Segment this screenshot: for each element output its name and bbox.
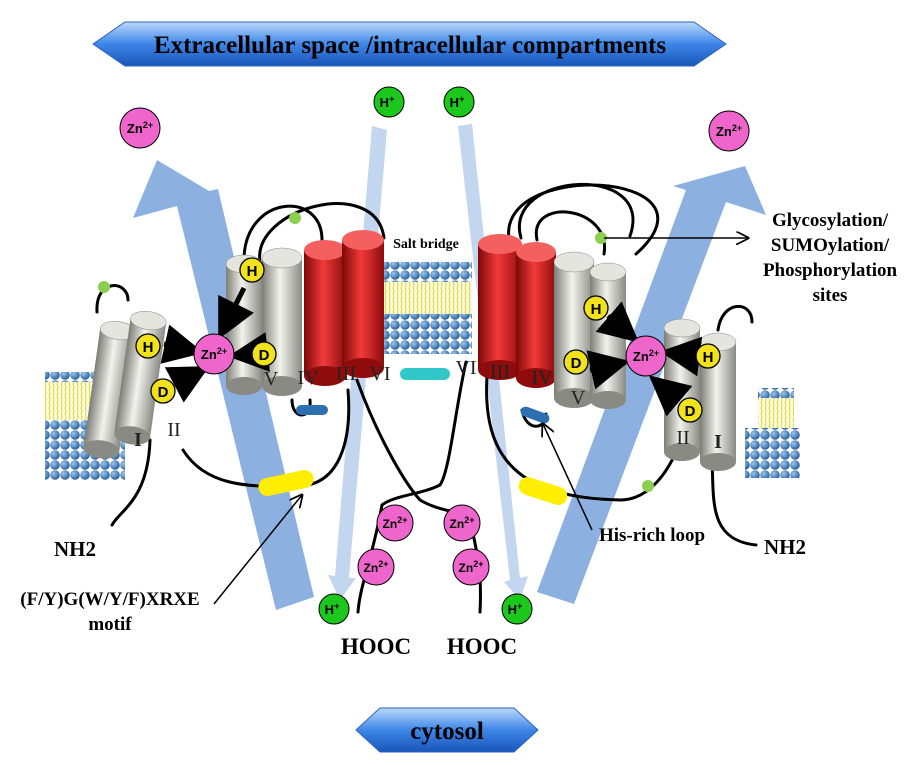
helix-label-iii-right: III	[490, 361, 510, 383]
helix-iii-right	[516, 242, 556, 388]
phospho-site-dot	[98, 281, 110, 293]
cytosol-label: cytosol	[410, 718, 484, 745]
c-terminus-left: HOOC	[341, 634, 411, 659]
svg-text:Zn2+: Zn2+	[383, 515, 408, 531]
salt-bridge-bar	[400, 368, 450, 380]
n-terminus-left: NH2	[54, 537, 96, 561]
residue-h: H	[247, 263, 258, 280]
cytosol-banner: cytosol	[355, 707, 539, 753]
residue-h: H	[591, 301, 602, 318]
zinc-ion: Zn2+	[452, 548, 490, 586]
aspartate-residue: D	[677, 397, 703, 423]
histidine-residue: H	[583, 295, 609, 321]
zinc-ion: Zn2+	[708, 110, 750, 152]
salt-bridge-label: Salt bridge	[393, 237, 459, 252]
helix-label-iii-left: III	[336, 363, 356, 385]
aspartate-residue: D	[563, 349, 589, 375]
residue-d: D	[571, 355, 582, 372]
helix-label-v-left: V	[264, 368, 279, 390]
extracellular-label: Extracellular space /intracellular compa…	[154, 32, 666, 59]
zinc-ion: Zn2+	[119, 107, 161, 149]
motif-segment-right	[518, 477, 568, 505]
proton-ion: H+	[443, 86, 475, 118]
svg-text:Glycosylation/: Glycosylation/	[772, 210, 889, 231]
svg-text:Phosphorylation: Phosphorylation	[763, 260, 898, 281]
helix-label-iv-left: IV	[297, 367, 319, 389]
helix-label-v-right: V	[571, 387, 586, 409]
zinc-ion: Zn2+	[443, 504, 481, 542]
short-loop-bar-right	[520, 406, 550, 424]
zinc-ion: Zn2+	[193, 333, 235, 375]
phospho-site-dot	[595, 232, 607, 244]
helix-label-vi-right: VI	[455, 357, 476, 379]
zinc-ions: Zn2+ Zn2+ Zn2+ Zn2+ Zn2+ Zn2+ Zn2+ Zn2+	[119, 107, 750, 586]
svg-text:Zn2+: Zn2+	[633, 348, 659, 364]
proton-ion: H+	[318, 593, 350, 625]
proton-ion: H+	[373, 86, 405, 118]
residue-d: D	[685, 403, 696, 420]
callout-arrows	[213, 238, 748, 605]
short-loop-bar-left	[296, 405, 328, 415]
svg-text:Zn2+: Zn2+	[459, 559, 484, 575]
svg-text:SUMOylation/: SUMOylation/	[771, 235, 890, 256]
phospho-site-dot	[642, 480, 654, 492]
svg-text:H+: H+	[450, 94, 465, 110]
phospho-site-dot	[289, 212, 301, 224]
aspartate-residue: D	[150, 378, 176, 404]
residue-d: D	[259, 347, 270, 364]
zinc-ion: Zn2+	[625, 335, 667, 377]
aspartate-residue: D	[251, 341, 277, 367]
his-rich-loop-pointer	[543, 424, 593, 531]
svg-text:H+: H+	[380, 94, 395, 110]
svg-text:Zn2+: Zn2+	[450, 515, 475, 531]
n-terminus-right: NH2	[764, 535, 806, 559]
residues: H D H D H D H D	[135, 257, 721, 423]
svg-text:motif: motif	[88, 614, 132, 635]
residue-h: H	[143, 339, 154, 356]
proton-ion: H+	[501, 593, 533, 625]
histidine-residue: H	[695, 343, 721, 369]
helix-label-vi-left: VI	[369, 363, 390, 385]
residue-h: H	[703, 349, 714, 366]
helix-iv-right	[553, 251, 595, 408]
helix-label-i-right: I	[714, 431, 722, 453]
helix-iii-left	[304, 240, 346, 386]
svg-text:Zn2+: Zn2+	[201, 346, 227, 362]
svg-text:(F/Y)G(W/Y/F)XRXE: (F/Y)G(W/Y/F)XRXE	[20, 589, 199, 610]
protons: H+ H+ H+ H+	[318, 86, 533, 625]
helix-label-ii-right: II	[676, 427, 689, 449]
extracellular-banner: Extracellular space /intracellular compa…	[92, 21, 727, 67]
helix-v-right	[589, 262, 627, 409]
helix-vi-right	[478, 234, 522, 380]
motif-pointer	[213, 495, 302, 605]
motif-label: (F/Y)G(W/Y/F)XRXE motif	[20, 589, 199, 635]
helix-labels: I II V IV III VI VI III IV V II I	[134, 357, 722, 453]
his-rich-loop-label: His-rich loop	[599, 525, 705, 546]
svg-text:Zn2+: Zn2+	[127, 120, 153, 136]
zinc-flow-arrow-left	[133, 160, 314, 610]
zinc-ion: Zn2+	[376, 504, 414, 542]
svg-text:Zn2+: Zn2+	[364, 559, 389, 575]
residue-d: D	[158, 384, 169, 401]
svg-text:H+: H+	[325, 601, 340, 617]
helix-label-i-left: I	[134, 429, 142, 451]
membrane-right	[745, 388, 800, 478]
helix-label-iv-right: IV	[531, 367, 553, 389]
svg-text:sites: sites	[813, 285, 848, 306]
svg-text:H+: H+	[508, 601, 523, 617]
histidine-residue: H	[135, 333, 161, 359]
c-terminus-right: HOOC	[447, 634, 517, 659]
svg-text:Zn2+: Zn2+	[716, 123, 742, 139]
membrane-center	[372, 262, 472, 354]
helix-label-ii-left: II	[167, 419, 180, 441]
motif-segment-left	[258, 470, 314, 496]
zinc-ion: Zn2+	[357, 548, 395, 586]
modification-sites-label: Glycosylation/ SUMOylation/ Phosphorylat…	[763, 210, 898, 306]
helix-vi-left	[342, 230, 384, 378]
coordination-arrows	[160, 286, 703, 417]
histidine-residue: H	[239, 257, 265, 283]
